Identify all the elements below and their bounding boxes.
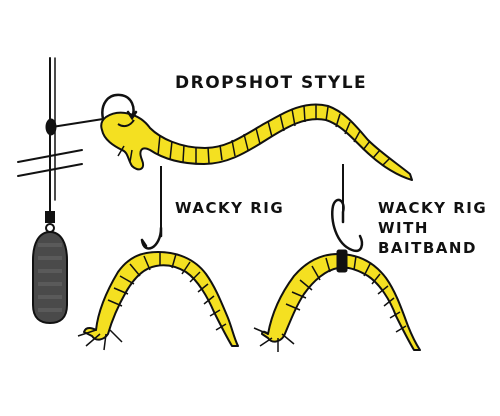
- wacky-worm-icon: [77, 251, 239, 351]
- dropshot-worm-icon: [100, 103, 413, 181]
- hook-icon: [140, 226, 163, 250]
- line-break-mark: [17, 163, 83, 177]
- worm-tail-legs: [253, 327, 295, 352]
- hook-icon: [101, 93, 138, 121]
- hook-point: [117, 119, 135, 128]
- wacky-band-label-line2: WITH: [378, 219, 429, 237]
- swivel-ring: [45, 223, 55, 233]
- bait-band-icon: [336, 249, 348, 273]
- line-break-mark: [17, 149, 83, 163]
- dropshot-style-label: DROPSHOT STYLE: [175, 73, 367, 93]
- leader-line: [51, 118, 104, 128]
- hook-icon: [331, 198, 364, 253]
- swivel-icon: [45, 199, 55, 223]
- wacky-band-label-line3: BAITBAND: [378, 239, 477, 257]
- wacky-band-label-line1: WACKY RIG: [378, 199, 487, 217]
- wacky-rig-label: WACKY RIG: [175, 199, 284, 217]
- dropshot-line-assembly: [17, 57, 104, 233]
- sinker-icon: [32, 230, 68, 325]
- worm-tail-legs: [77, 329, 123, 351]
